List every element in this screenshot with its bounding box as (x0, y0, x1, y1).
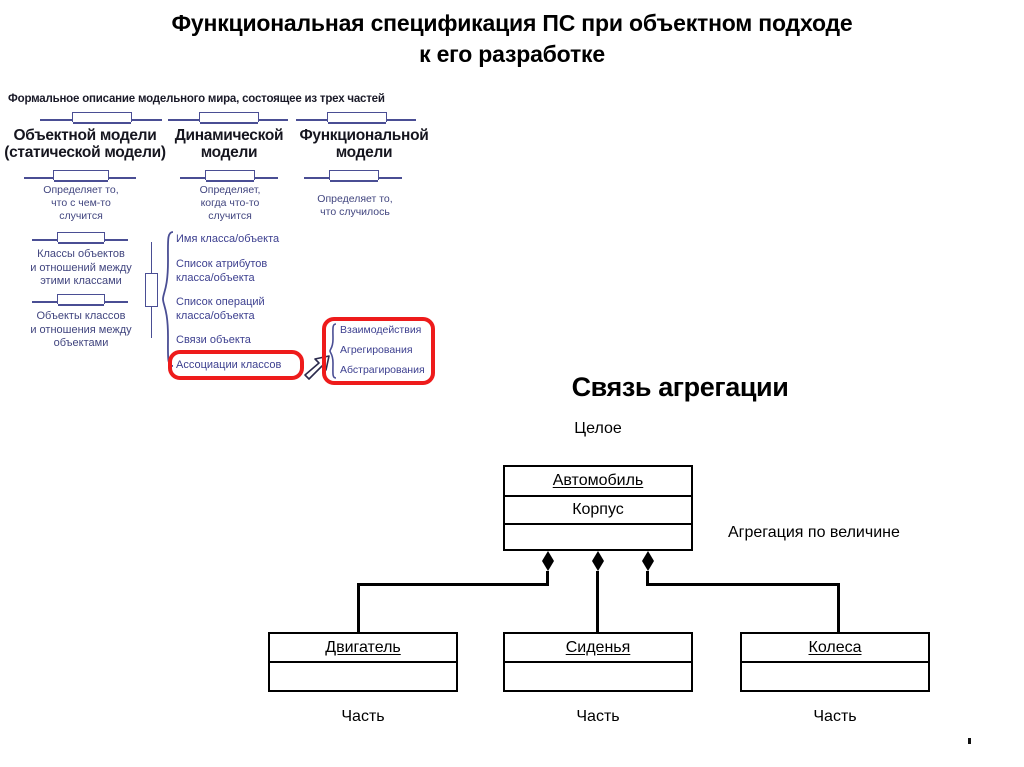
model-definition-dynamic: Определяет, когда что-то случится (199, 184, 261, 222)
class-box-whole: Автомобиль Корпус (503, 465, 693, 551)
curly-brace-icon (162, 231, 174, 367)
brace-connector-icon (180, 169, 278, 182)
class-detail-attributes: Список атрибутов класса/объекта (176, 258, 268, 284)
connector-segment (837, 583, 840, 633)
class-detail-name: Имя класса/объекта (176, 233, 280, 245)
connector-segment (596, 571, 599, 633)
page-title: Функциональная спецификация ПС при объек… (0, 8, 1024, 70)
connector-segment (546, 571, 549, 585)
root-caption: Формальное описание модельного мира, сос… (8, 93, 385, 105)
brace-connector-icon (32, 293, 128, 306)
brace-connector-icon (24, 169, 136, 182)
highlight-associations (168, 350, 304, 380)
class-attributes-row: Корпус (505, 497, 691, 525)
brace-connector-icon (304, 169, 402, 182)
connector-segment (357, 583, 549, 586)
class-name-whole: Автомобиль (552, 472, 644, 489)
object-model-part-objects: Объекты классов и отношения между объект… (30, 310, 132, 349)
class-name-row: Автомобиль (505, 467, 691, 497)
curly-brace-small-icon (329, 323, 337, 379)
class-body-row (505, 663, 691, 690)
part-caption: Часть (341, 708, 385, 725)
class-box-part-wheels: Колеса (740, 632, 930, 692)
part-caption: Часть (813, 708, 857, 725)
class-attribute-whole: Корпус (572, 501, 624, 518)
class-name-row: Сиденья (505, 634, 691, 663)
vertical-bracket-icon (145, 242, 158, 338)
aggregation-diamond-icon (592, 551, 604, 571)
connector-segment (357, 583, 360, 633)
part-caption: Часть (576, 708, 620, 725)
scan-artifact-mark (968, 738, 971, 744)
model-name-object: Объектной модели (статической модели) (4, 127, 166, 161)
aggregation-diamond-icon (642, 551, 654, 571)
highlight-association-kinds (322, 317, 435, 385)
class-name-part: Колеса (808, 638, 862, 656)
brace-connector-icon (296, 111, 416, 124)
side-note-aggregation-by-value: Агрегация по величине (728, 524, 900, 541)
class-detail-links: Связи объекта (176, 334, 251, 346)
object-model-part-classes: Классы объектов и отношений между этими … (30, 248, 132, 287)
object-model-spec-diagram: Формальное описание модельного мира, сос… (0, 85, 470, 395)
class-name-row: Двигатель (270, 634, 456, 663)
class-detail-associations: Ассоциации классов (176, 359, 282, 371)
association-kind-aggregation: Агрегирования (340, 344, 413, 356)
page-title-line-2: к его разработке (419, 41, 605, 67)
association-kind-interaction: Взаимодействия (340, 324, 422, 336)
brace-connector-icon (168, 111, 288, 124)
model-definition-object: Определяет то, что с чем-то случится (43, 184, 119, 222)
class-body-row (742, 663, 928, 690)
brace-connector-icon (40, 111, 162, 124)
class-name-row: Колеса (742, 634, 928, 663)
model-name-functional: Функциональной модели (299, 127, 429, 161)
connector-segment (646, 583, 840, 586)
class-name-part: Сиденья (565, 638, 631, 656)
connector-segment (646, 571, 649, 585)
brace-connector-icon (32, 231, 128, 244)
class-body-row (270, 663, 456, 690)
aggregation-diamond-icon (542, 551, 554, 571)
model-name-dynamic: Динамической модели (174, 127, 284, 161)
model-definition-functional: Определяет то, что случилось (317, 193, 393, 218)
class-name-part: Двигатель (325, 638, 401, 656)
class-box-part-engine: Двигатель (268, 632, 458, 692)
class-detail-operations: Список операций класса/объекта (176, 296, 265, 322)
page-title-line-1: Функциональная спецификация ПС при объек… (171, 10, 853, 36)
class-operations-row (505, 525, 691, 549)
class-box-part-seats: Сиденья (503, 632, 693, 692)
association-kind-abstraction: Абстрагирования (340, 364, 425, 376)
aggregation-title: Связь агрегации (571, 372, 789, 402)
whole-label: Целое (574, 420, 622, 437)
